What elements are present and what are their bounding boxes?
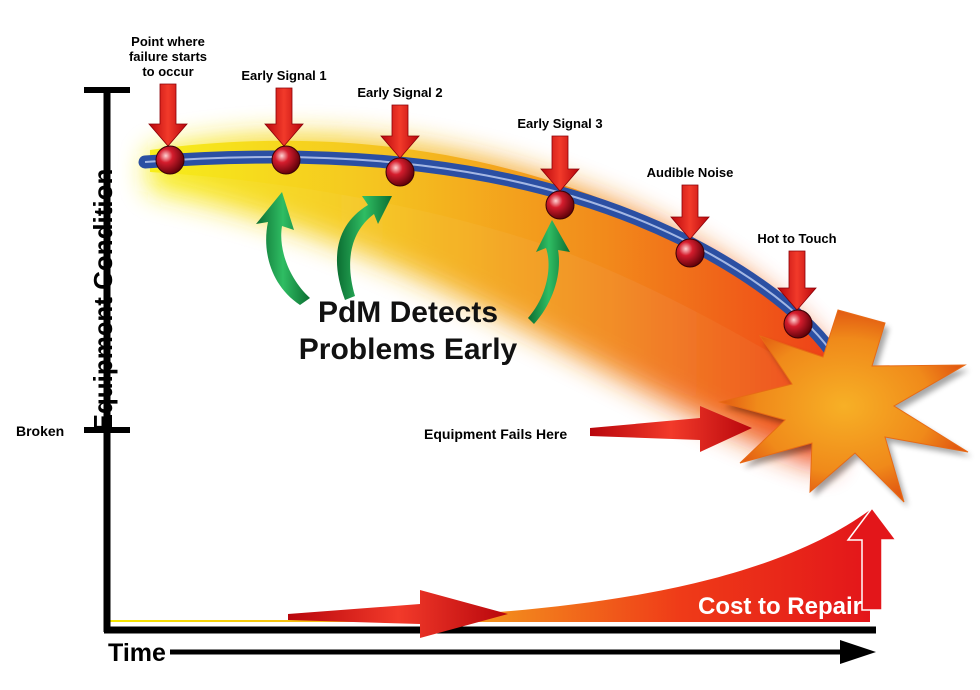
time-arrow-head (840, 640, 876, 664)
event-label-3-line-1: Early Signal 2 (357, 85, 442, 100)
event-label-5-line-1: Audible Noise (647, 165, 734, 180)
curve-marker-2 (271, 145, 301, 175)
signal-arrow-4 (540, 135, 580, 192)
y-axis-label: Equipment Condition (88, 169, 118, 432)
cost-label: Cost to Repair (698, 593, 862, 620)
axes (84, 87, 876, 664)
curve-marker-6 (783, 309, 813, 339)
signal-arrow-3 (380, 104, 420, 159)
x-axis-label: Time (108, 639, 166, 667)
condition-glow (148, 135, 850, 471)
pdm-detection-arrows (256, 192, 570, 324)
event-label-1-line-1: Point where (131, 34, 205, 49)
signal-arrows (148, 83, 817, 311)
green-arrow-3 (528, 220, 570, 324)
curve-marker-3 (385, 157, 415, 187)
signal-arrow-1 (148, 83, 188, 147)
signal-arrow-2 (264, 87, 304, 147)
pdm-message-line-1: PdM Detects (318, 296, 498, 329)
event-label-1-line-2: failure starts (129, 49, 207, 64)
curve-marker-4 (545, 190, 575, 220)
broken-label: Broken (16, 423, 64, 439)
failure-arrow (590, 406, 752, 452)
curve-marker-5 (675, 238, 705, 268)
curve-marker-1 (155, 145, 185, 175)
pdm-message-line-2: Problems Early (299, 333, 518, 366)
event-label-6-line-1: Hot to Touch (757, 231, 836, 246)
event-label-1-line-3: to occur (142, 64, 193, 79)
curve-markers (155, 145, 813, 339)
cost-trend-arrow (288, 590, 508, 638)
signal-arrow-6 (777, 250, 817, 311)
event-label-2-line-1: Early Signal 1 (241, 68, 326, 83)
failure-label: Equipment Fails Here (424, 426, 567, 442)
event-label-4-line-1: Early Signal 3 (517, 116, 602, 131)
cost-to-repair-area (110, 510, 870, 622)
cost-rise-arrow (846, 506, 898, 611)
green-arrow-1 (256, 192, 310, 305)
green-arrow-2 (336, 196, 392, 300)
failure-burst (718, 309, 972, 507)
signal-arrow-5 (670, 184, 710, 240)
